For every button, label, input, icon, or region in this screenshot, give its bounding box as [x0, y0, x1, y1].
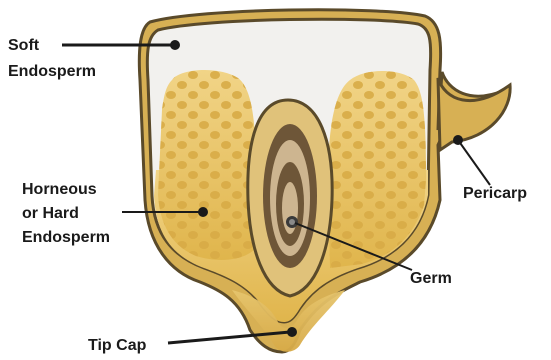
label-germ: Germ — [410, 270, 452, 287]
label-soft-endosperm-line2: Endosperm — [8, 63, 96, 80]
germ — [248, 100, 332, 296]
label-hard-endosperm-line1: Horneous — [22, 181, 97, 198]
label-soft-endosperm: Soft Endosperm — [8, 37, 96, 80]
label-pericarp: Pericarp — [463, 185, 527, 202]
label-hard-endosperm-line3: Endosperm — [22, 229, 110, 246]
label-soft-endosperm-line1: Soft — [8, 37, 40, 54]
label-hard-endosperm-line2: or Hard — [22, 205, 79, 222]
label-tip-cap: Tip Cap — [88, 337, 147, 354]
leader-line-pericarp — [453, 135, 490, 185]
hard-endosperm-left-dots — [158, 70, 256, 260]
label-hard-endosperm: Horneous or Hard Endosperm — [22, 181, 110, 246]
